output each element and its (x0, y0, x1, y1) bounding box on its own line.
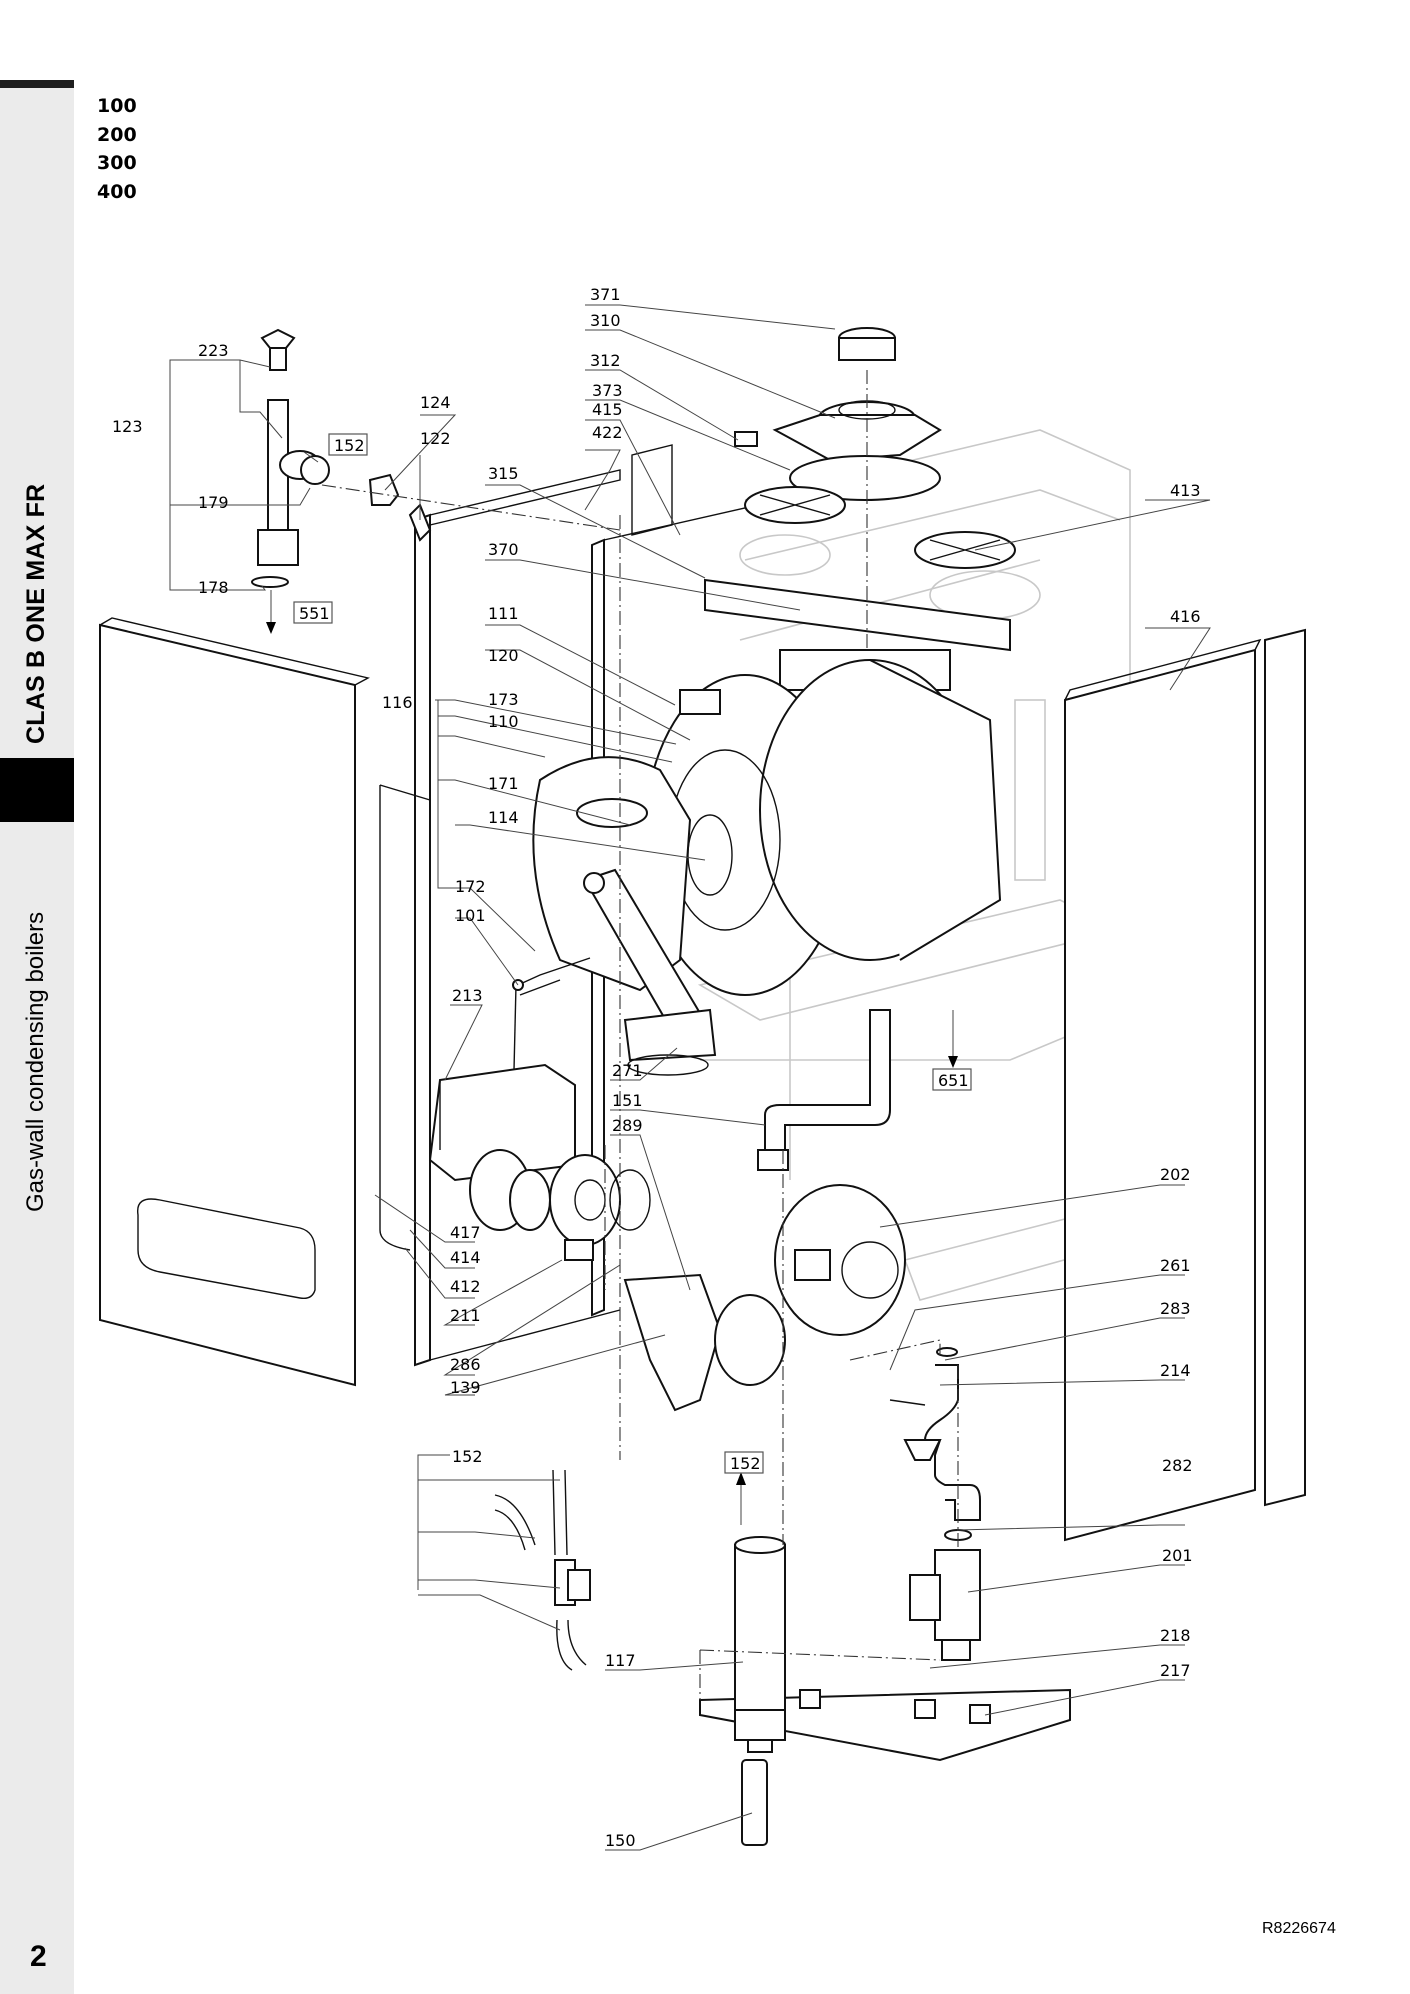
callout-217: 217 (1160, 1661, 1191, 1680)
callout-414: 414 (450, 1248, 481, 1267)
sidebar (0, 80, 74, 1994)
model-number: 300 (97, 152, 137, 174)
callout-417: 417 (450, 1223, 481, 1242)
manifold-123 (251, 328, 330, 588)
gas-pipe (757, 1009, 891, 1171)
callout-labels: 371 310 312 373 415 422 315 370 413 416 … (112, 285, 1201, 1850)
gas-supply-pipes (494, 1469, 591, 1671)
callout-117: 117 (605, 1651, 636, 1670)
callout-416: 416 (1170, 607, 1201, 626)
ref-box-152-bottom: 152 (724, 1451, 764, 1474)
callout-223: 223 (198, 341, 229, 360)
callout-371: 371 (590, 285, 621, 304)
callout-178: 178 (198, 578, 229, 597)
callout-282: 282 (1162, 1456, 1193, 1475)
svg-text:152: 152 (334, 436, 365, 455)
callout-120: 120 (488, 646, 519, 665)
callout-213: 213 (452, 986, 483, 1005)
page-number: 2 (30, 1940, 47, 1973)
callout-114: 114 (488, 808, 519, 827)
model-number: 100 (97, 95, 137, 117)
callout-261: 261 (1160, 1256, 1191, 1275)
callout-171: 171 (488, 774, 519, 793)
callout-101: 101 (455, 906, 486, 925)
flue-parts (704, 327, 1016, 652)
callout-315: 315 (488, 464, 519, 483)
callout-111: 111 (488, 604, 519, 623)
callout-370: 370 (488, 540, 519, 559)
callout-150: 150 (605, 1831, 636, 1850)
callout-310: 310 (590, 311, 621, 330)
callout-110: 110 (488, 712, 519, 731)
fan-assembly (623, 1184, 906, 1412)
callout-211: 211 (450, 1306, 481, 1325)
callout-283: 283 (1160, 1299, 1191, 1318)
callout-312: 312 (590, 351, 621, 370)
sidebar-black-block (0, 758, 74, 822)
heat-exchanger (532, 649, 1002, 1076)
callout-151: 151 (612, 1091, 643, 1110)
reference-code: R8226674 (1262, 1920, 1336, 1937)
sidebar-top-bar (0, 80, 74, 88)
callout-214: 214 (1160, 1361, 1191, 1380)
callout-123: 123 (112, 417, 143, 436)
model-number: 400 (97, 180, 137, 203)
air-box (428, 1063, 651, 1261)
callout-415: 415 (592, 400, 623, 419)
callout-413: 413 (1170, 481, 1201, 500)
callout-289: 289 (612, 1116, 643, 1135)
callout-179: 179 (198, 493, 229, 512)
callout-422: 422 (592, 423, 623, 442)
svg-text:152: 152 (730, 1454, 761, 1473)
callout-271: 271 (612, 1061, 643, 1080)
callout-286: 286 (450, 1355, 481, 1374)
callout-122: 122 (420, 429, 451, 448)
callout-202: 202 (1160, 1165, 1191, 1184)
ref-box-651: 651 (932, 1068, 972, 1091)
svg-text:651: 651 (938, 1071, 969, 1090)
callout-152: 152 (452, 1447, 483, 1466)
callout-218: 218 (1160, 1626, 1191, 1645)
cylinder-117 (734, 1536, 786, 1846)
model-number: 200 (97, 123, 137, 146)
callout-412: 412 (450, 1277, 481, 1296)
callout-201: 201 (1162, 1546, 1193, 1565)
callout-373: 373 (592, 381, 623, 400)
right-side-panel (1064, 628, 1306, 1542)
siphon (889, 1347, 981, 1541)
ignition-electrode (512, 957, 591, 1071)
ref-box-551: 551 (293, 601, 333, 624)
clip-parts (368, 473, 432, 542)
assembly-axes (321, 370, 959, 1700)
callout-116: 116 (382, 693, 413, 712)
arrows (266, 451, 958, 1525)
callout-172: 172 (455, 877, 486, 896)
mounting-plate (699, 1688, 1071, 1762)
svg-text:551: 551 (299, 604, 330, 623)
callout-124: 124 (420, 393, 451, 412)
callout-139: 139 (450, 1378, 481, 1397)
ref-box-152-top: 152 (328, 433, 368, 456)
callout-173: 173 (488, 690, 519, 709)
model-list: 100 200 300 400 (97, 92, 137, 206)
hydraulic-group (909, 1549, 981, 1661)
leader-lines (169, 304, 1211, 1851)
front-panel (99, 617, 370, 1387)
